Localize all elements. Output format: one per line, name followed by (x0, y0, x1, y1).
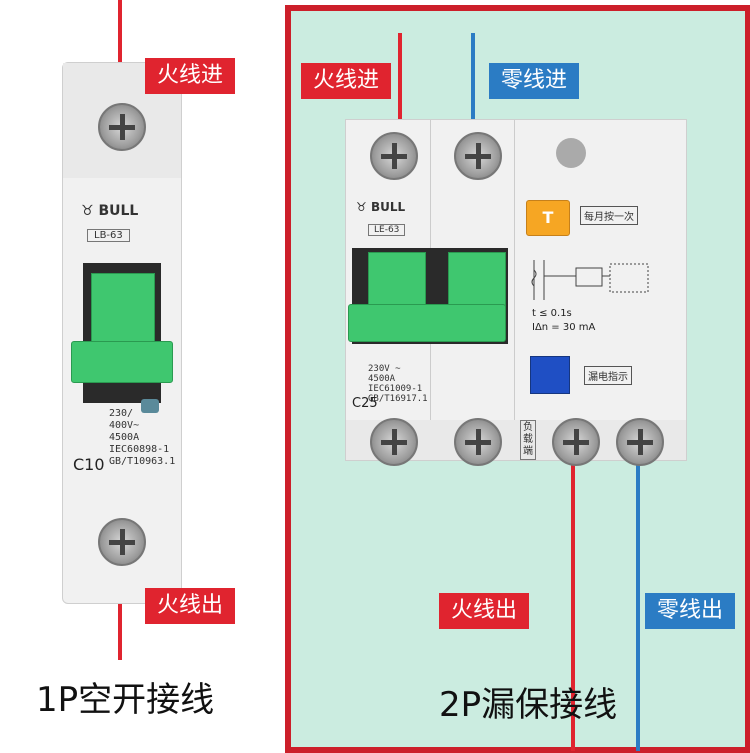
leak-label: 漏电指示 (584, 366, 632, 385)
bull-icon-2: ♉ (356, 200, 367, 214)
test-label: 每月按一次 (580, 206, 638, 225)
tag-live-out-2p: 火线出 (439, 593, 530, 629)
left-panel: ♉ BULL LB-63 230/ 400V~ 4500A IEC60898-1… (0, 0, 280, 750)
trip-current: IΔn = 30 mA (532, 322, 596, 333)
tag-neutral-in: 零线进 (489, 63, 580, 99)
rating-label: C10 (73, 455, 105, 474)
rcbo-brand-text: BULL (370, 200, 406, 214)
brand-text: BULL (98, 203, 139, 219)
screw-bottom-icon (98, 518, 146, 566)
rcbo-toggle-handle (348, 304, 506, 342)
spec-text: 230/ 400V~ 4500A IEC60898-1 GB/T10963.1 (109, 408, 176, 467)
caption-1p: 1P空开接线 (36, 680, 215, 720)
screw-live-out-icon (552, 418, 600, 466)
breaker-1p-body: ♉ BULL LB-63 230/ 400V~ 4500A IEC60898-1… (62, 62, 182, 604)
live-wire-top (118, 0, 122, 120)
screw-out-1-icon (370, 418, 418, 466)
circuit-diagram (531, 260, 649, 300)
rcbo-divider-2 (514, 120, 515, 460)
rcbo-rating-label: C25 (352, 396, 378, 411)
indicator-window (141, 399, 159, 413)
screw-neutral-out-icon (616, 418, 664, 466)
mount-hole (556, 138, 586, 168)
tag-live-in: 火线进 (145, 58, 236, 94)
rcbo-lever-2 (448, 252, 506, 314)
screw-live-in-icon (370, 132, 418, 180)
model-label: LB-63 (87, 229, 130, 242)
rcbo-brand-logo: ♉ BULL (356, 200, 405, 214)
rcbo-body: ♉ BULL LE-63 230V ~ 4500A IEC61009-1 GB/… (345, 119, 687, 466)
live-in-wire (398, 33, 402, 155)
screw-neutral-in-icon (454, 132, 502, 180)
leak-indicator (530, 356, 570, 394)
screw-out-2-icon (454, 418, 502, 466)
tag-live-in-2p: 火线进 (301, 63, 392, 99)
toggle-handle (71, 341, 173, 383)
neutral-in-wire (471, 33, 475, 155)
rcbo-lever-1 (368, 252, 426, 314)
rcbo-model-label: LE-63 (368, 224, 406, 236)
bull-icon: ♉ (81, 203, 94, 219)
tag-neutral-out: 零线出 (645, 593, 736, 629)
caption-2p: 2P漏保接线 (439, 685, 618, 725)
neutral-out-wire (636, 456, 640, 751)
test-button[interactable]: T (526, 200, 570, 236)
screw-top-icon (98, 103, 146, 151)
rcbo-spec-text: 230V ~ 4500A IEC61009-1 GB/T16917.1 (368, 364, 428, 404)
right-panel: ♉ BULL LE-63 230V ~ 4500A IEC61009-1 GB/… (285, 5, 750, 753)
live-wire-bottom (118, 560, 122, 660)
trip-time: t ≤ 0.1s (532, 308, 572, 319)
load-label: 负 载 端 (520, 420, 536, 460)
live-out-wire (571, 456, 575, 751)
tag-live-out: 火线出 (145, 588, 236, 624)
toggle-lever (91, 273, 155, 345)
brand-logo: ♉ BULL (81, 203, 138, 219)
